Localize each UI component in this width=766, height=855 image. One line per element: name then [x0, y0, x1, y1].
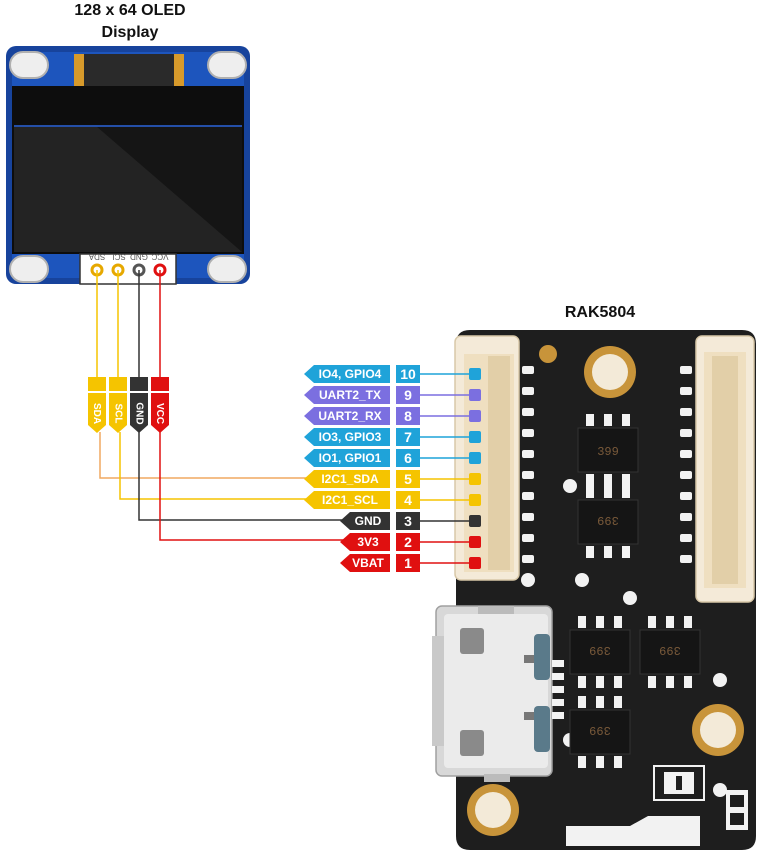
wire-gnd-lower — [138, 432, 348, 521]
oled-title: 128 x 64 OLED Display — [50, 0, 210, 44]
oled-pin-label-2: SCL — [110, 252, 126, 261]
wire-scl-lower — [119, 432, 318, 500]
oled-pin-label-3: GND — [130, 252, 148, 261]
wire-tag-scl: SCL — [109, 393, 127, 433]
wire-tag-sda-label: SDA — [91, 402, 103, 424]
pin-number-7: 7 — [396, 428, 420, 446]
chip-marking-1: 399 — [597, 445, 619, 459]
rak-footprints — [566, 765, 748, 846]
wire-tag-sda-head — [88, 377, 106, 391]
pin-number-3: 3 — [396, 512, 420, 530]
wires — [96, 270, 348, 541]
rak-mount-holes — [467, 345, 744, 836]
rak-pads — [522, 366, 692, 563]
chip-marking-2: 399 — [597, 513, 619, 527]
wire-tag-gnd: GND — [130, 393, 148, 433]
chip-marking-5: 399 — [589, 723, 611, 737]
pin-label-10: IO4, GPIO4 — [304, 365, 390, 383]
pin-number-9: 9 — [396, 386, 420, 404]
usb-connector — [432, 605, 564, 782]
pin-label-3: GND — [340, 512, 390, 530]
rak-pin-dots — [469, 368, 481, 569]
oled-pin-label-4: VCC — [151, 252, 168, 261]
rak-title: RAK5804 — [564, 304, 636, 321]
pin-number-2: 2 — [396, 533, 420, 551]
oled-header: SDA SCL GND VCC — [79, 252, 177, 285]
pin-label-6: IO1, GPIO1 — [304, 449, 390, 467]
pin-label-9: UART2_TX — [304, 386, 390, 404]
wire-tag-gnd-label: GND — [133, 401, 145, 425]
pin-number-10: 10 — [396, 365, 420, 383]
wire-sda-lower — [99, 432, 318, 479]
oled-board: SDA SCL GND VCC — [6, 46, 250, 285]
wire-tag-scl-head — [109, 377, 127, 391]
pin-number-1: 1 — [396, 554, 420, 572]
wire-tag-vcc-label: VCC — [154, 402, 166, 424]
wire-tag-gnd-head — [130, 377, 148, 391]
pin-label-5: I2C1_SDA — [304, 470, 390, 488]
wire-tag-sda: SDA — [88, 393, 106, 433]
pin-number-5: 5 — [396, 470, 420, 488]
pin-number-6: 6 — [396, 449, 420, 467]
oled-mount-holes — [9, 51, 247, 283]
wire-vcc-lower — [159, 432, 348, 541]
wire-tag-vcc-head — [151, 377, 169, 391]
wire-tag-vcc: VCC — [151, 393, 169, 433]
pin-label-8: UART2_RX — [304, 407, 390, 425]
rak-chips: 399 399 399 399 399 — [569, 414, 701, 768]
chip-marking-4: 399 — [659, 643, 681, 657]
pin-number-8: 8 — [396, 407, 420, 425]
pin-leaders — [420, 373, 469, 564]
oled-title-line1: 128 x 64 OLED — [74, 2, 186, 19]
oled-pin-label-1: SDA — [88, 252, 105, 261]
rak-connector-right — [695, 335, 755, 603]
oled-screen — [12, 86, 244, 254]
pin-label-2: 3V3 — [340, 533, 390, 551]
pin-label-4: I2C1_SCL — [304, 491, 390, 509]
wire-tag-scl-label: SCL — [112, 403, 124, 423]
rak-board: 399 399 399 399 399 — [420, 330, 756, 850]
chip-marking-3: 399 — [589, 643, 611, 657]
oled-title-line2: Display — [101, 24, 159, 41]
pin-label-1: VBAT — [340, 554, 390, 572]
pin-label-7: IO3, GPIO3 — [304, 428, 390, 446]
pin-number-4: 4 — [396, 491, 420, 509]
